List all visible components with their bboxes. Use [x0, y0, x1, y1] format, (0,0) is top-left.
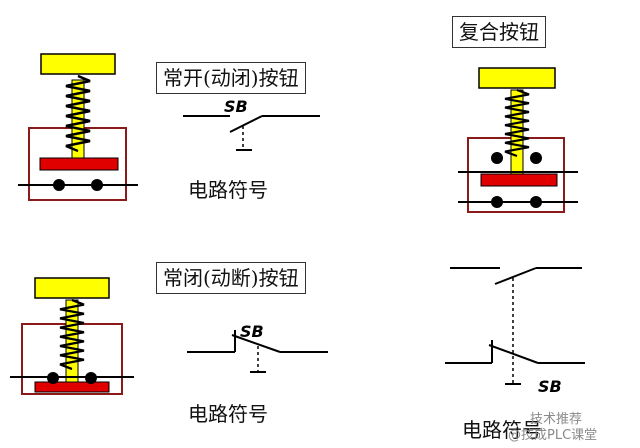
contact-bar: [39, 157, 119, 171]
sb-label: SB: [240, 322, 264, 341]
contact-dot: [530, 152, 542, 164]
circuit-symbol-caption: 电路符号: [188, 402, 268, 426]
contact-bar: [480, 173, 558, 187]
circuit-symbol-caption: 电路符号: [188, 178, 268, 202]
spring: [58, 298, 86, 371]
composite-symbol: SB: [445, 267, 585, 396]
nc-symbol: SB: [187, 322, 328, 373]
button-cap: [34, 277, 110, 299]
contact-dot: [85, 372, 97, 384]
contact-dot: [530, 196, 542, 208]
no-button-illustration: [18, 53, 138, 201]
no-button-title: 常开(动闭)按钮: [156, 62, 306, 94]
button-cap: [40, 53, 116, 75]
watermark-line1: 技术推荐: [530, 412, 583, 427]
sb-label: SB: [224, 97, 248, 116]
composite-button-illustration: [458, 67, 578, 213]
circuit-symbol-caption: 电路符号: [462, 418, 542, 442]
contact-dot: [491, 152, 503, 164]
contact-dot: [91, 179, 103, 191]
no-symbol: SB: [183, 97, 320, 151]
button-cap: [478, 67, 556, 89]
contact-dot: [53, 179, 65, 191]
sb-label: SB: [538, 377, 562, 396]
contact-dot: [47, 372, 59, 384]
nc-button-illustration: [10, 277, 134, 395]
contact-dot: [491, 196, 503, 208]
contact-bar: [34, 381, 110, 393]
nc-button-title: 常闭(动断)按钮: [156, 262, 306, 294]
spring: [503, 88, 531, 158]
watermark-line2: @技成PLC课堂: [508, 428, 598, 443]
composite-button-title: 复合按钮: [452, 16, 546, 48]
